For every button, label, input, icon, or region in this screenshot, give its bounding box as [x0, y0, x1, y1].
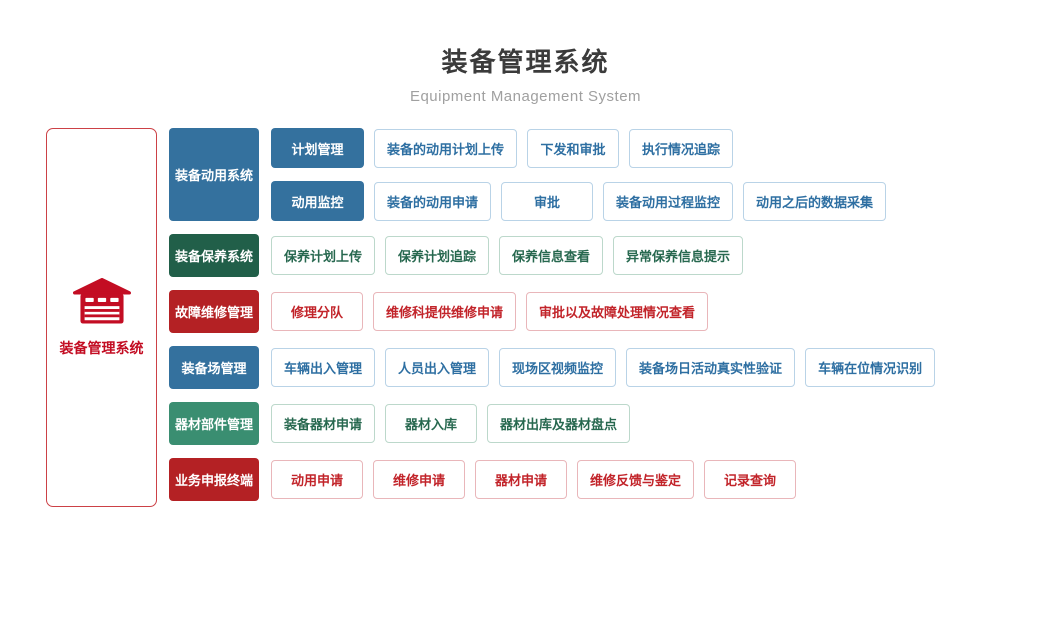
diagram-item: 装备动用过程监控 [603, 181, 734, 221]
group-fault-repair: 故障维修管理 修理分队 维修科提供维修申请 审批以及故障处理情况查看 [169, 290, 935, 333]
page-subtitle: Equipment Management System [409, 88, 642, 105]
root-label: 装备管理系统 [59, 339, 144, 356]
diagram-item: 器材出库及器材盘点 [487, 404, 631, 443]
diagram-item: 维修申请 [373, 460, 465, 499]
diagram-item: 审批 [501, 181, 594, 221]
group-business-terminal: 业务申报终端 动用申请 维修申请 器材申请 维修反馈与鉴定 记录查询 [169, 458, 935, 501]
diagram-item: 异常保养信息提示 [613, 236, 744, 275]
subrow-plan-management: 计划管理 装备的动用计划上传 下发和审批 执行情况追踪 [271, 128, 886, 168]
system-diagram: 装备管理系统 装备动用系统 计划管理 装备的动用计划上传 下发和审批 执行情况追… [46, 128, 936, 507]
category-box: 装备保养系统 [169, 234, 259, 277]
category-box: 故障维修管理 [169, 290, 259, 333]
diagram-item: 修理分队 [271, 292, 363, 331]
diagram-item: 维修科提供维修申请 [373, 292, 517, 331]
page-title: 装备管理系统 [441, 47, 610, 77]
diagram-item: 装备的动用申请 [374, 181, 492, 221]
diagram-item: 装备场日活动真实性验证 [626, 348, 796, 387]
group-materials-parts: 器材部件管理 装备器材申请 器材入库 器材出库及器材盘点 [169, 402, 935, 445]
subcategory-box: 动用监控 [271, 181, 364, 221]
diagram-item: 维修反馈与鉴定 [577, 460, 695, 499]
diagram-item: 审批以及故障处理情况查看 [526, 292, 709, 331]
diagram-item: 器材入库 [385, 404, 478, 443]
root-node: 装备管理系统 [46, 128, 157, 507]
diagram-item: 现场区视频监控 [499, 348, 617, 387]
diagram-item: 保养计划上传 [271, 236, 376, 275]
diagram-item: 下发和审批 [527, 128, 620, 168]
diagram-item: 保养信息查看 [499, 236, 604, 275]
subcategory-box: 计划管理 [271, 128, 364, 168]
diagram-item: 动用之后的数据采集 [743, 181, 887, 221]
page-header: 装备管理系统 Equipment Management System [0, 0, 1051, 105]
diagram-item: 人员出入管理 [385, 348, 490, 387]
diagram-tree: 装备动用系统 计划管理 装备的动用计划上传 下发和审批 执行情况追踪 动用监控 … [169, 128, 936, 507]
diagram-item: 装备的动用计划上传 [374, 128, 518, 168]
subrow-mobilization-monitoring: 动用监控 装备的动用申请 审批 装备动用过程监控 动用之后的数据采集 [271, 181, 887, 221]
diagram-item: 车辆出入管理 [271, 348, 376, 387]
diagram-item: 车辆在位情况识别 [805, 348, 936, 387]
category-box: 业务申报终端 [169, 458, 259, 501]
diagram-item: 动用申请 [271, 460, 363, 499]
diagram-item: 记录查询 [704, 460, 797, 499]
diagram-item: 装备器材申请 [271, 404, 376, 443]
diagram-item: 保养计划追踪 [385, 236, 490, 275]
diagram-item: 器材申请 [475, 460, 567, 499]
group-mobilization-system: 装备动用系统 计划管理 装备的动用计划上传 下发和审批 执行情况追踪 动用监控 … [169, 128, 935, 221]
group-equipment-yard: 装备场管理 车辆出入管理 人员出入管理 现场区视频监控 装备场日活动真实性验证 … [169, 346, 936, 389]
diagram-item: 执行情况追踪 [629, 128, 734, 168]
garage-icon [72, 277, 131, 324]
category-box: 装备场管理 [169, 346, 259, 389]
group-maintenance-system: 装备保养系统 保养计划上传 保养计划追踪 保养信息查看 异常保养信息提示 [169, 234, 935, 277]
category-box: 器材部件管理 [169, 402, 259, 445]
category-box: 装备动用系统 [169, 128, 259, 221]
